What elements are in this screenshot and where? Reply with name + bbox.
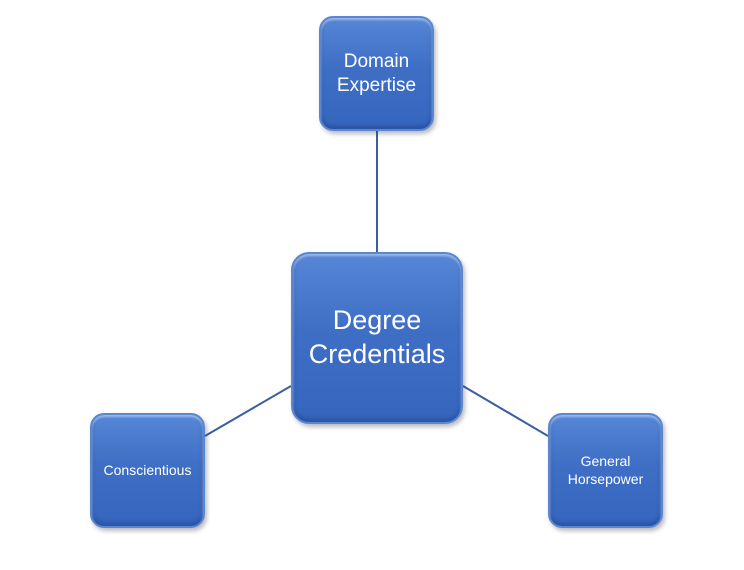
node-degree-credentials-label: Degree Credentials bbox=[308, 305, 446, 369]
node-conscientious-label: Conscientious bbox=[103, 461, 192, 478]
node-degree-credentials: Degree Credentials bbox=[291, 252, 463, 424]
node-conscientious: Conscientious bbox=[90, 413, 205, 528]
connector-center-to-left bbox=[204, 385, 292, 437]
node-domain-expertise: Domain Expertise bbox=[319, 16, 434, 131]
connector-center-to-right bbox=[462, 385, 549, 437]
node-general-horsepower-label: General Horsepower bbox=[567, 453, 644, 487]
node-domain-expertise-label: Domain Expertise bbox=[336, 50, 417, 96]
node-general-horsepower: General Horsepower bbox=[548, 413, 663, 528]
